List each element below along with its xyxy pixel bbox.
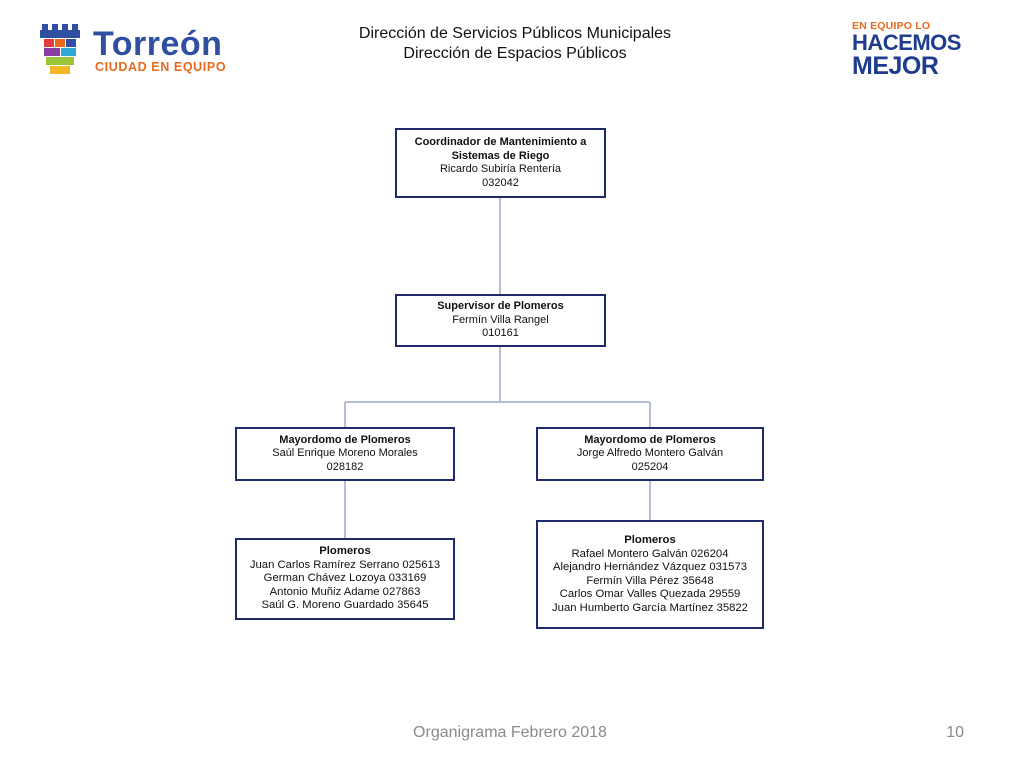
- header-line-2: Dirección de Espacios Públicos: [403, 45, 627, 62]
- plomeros-right-member: Carlos Omar Valles Quezada 29559: [559, 588, 741, 600]
- supervisor-box: Supervisor de Plomeros Fermín Villa Rang…: [395, 294, 606, 347]
- coordinador-name: Ricardo Subiría Rentería: [439, 163, 562, 175]
- header-line-1: Dirección de Servicios Públicos Municipa…: [358, 25, 672, 42]
- plomeros-left-box: Plomeros Juan Carlos Ramírez Serrano 025…: [235, 538, 455, 620]
- mayordomo-left-box: Mayordomo de Plomeros Saúl Enrique Moren…: [235, 427, 455, 481]
- slogan-line-2: HACEMOS: [852, 30, 961, 55]
- page-number: 10: [946, 724, 964, 741]
- logo-wordmark: Torreón: [93, 25, 223, 63]
- slogan-line-1: EN EQUIPO LO: [852, 20, 931, 32]
- torreon-logo: Torreón CIUDAD EN EQUIPO: [38, 22, 238, 80]
- plomeros-left-member: Juan Carlos Ramírez Serrano 025613: [249, 558, 441, 571]
- mayordomo-left-id: 028182: [326, 460, 364, 473]
- castle-tower-icon: [40, 24, 80, 74]
- footer-title: Organigrama Febrero 2018: [413, 724, 607, 741]
- plomeros-left-member: Saúl G. Moreno Guardado 35645: [261, 599, 429, 612]
- hacemos-mejor-logo: EN EQUIPO LO HACEMOS MEJOR: [852, 20, 962, 80]
- slogan-line-3: MEJOR: [852, 52, 939, 80]
- supervisor-title: Supervisor de Plomeros: [437, 300, 564, 313]
- plomeros-right-member: Rafael Montero Galván 026204: [571, 547, 729, 560]
- logo-tagline: CIUDAD EN EQUIPO: [95, 60, 227, 74]
- supervisor-name: Fermín Villa Rangel: [452, 313, 549, 326]
- mayordomo-left-title: Mayordomo de Plomeros: [279, 433, 411, 446]
- coordinador-id: 032042: [482, 176, 519, 189]
- page-header: Dirección de Servicios Públicos Municipa…: [300, 24, 730, 64]
- plomeros-left-title: Plomeros: [319, 545, 371, 558]
- mayordomo-left-name: Saúl Enrique Moreno Morales: [272, 447, 418, 460]
- mayordomo-right-title: Mayordomo de Plomeros: [584, 433, 716, 446]
- coordinador-title: Coordinador de Mantenimiento a Sistemas …: [414, 136, 587, 162]
- mayordomo-right-id: 025204: [631, 460, 669, 473]
- plomeros-right-member: Juan Humberto García Martínez 35822: [552, 601, 748, 614]
- plomeros-right-member: Alejandro Hernández Vázquez 031573: [552, 561, 748, 573]
- plomeros-right-title: Plomeros: [624, 534, 676, 546]
- plomeros-left-member: German Chávez Lozoya 033169: [263, 572, 427, 585]
- plomeros-right-box: Plomeros Rafael Montero Galván 026204 Al…: [536, 520, 764, 629]
- mayordomo-right-name: Jorge Alfredo Montero Galván: [576, 447, 724, 460]
- plomeros-left-member: Antonio Muñiz Adame 027863: [269, 585, 421, 598]
- coordinador-box: Coordinador de Mantenimiento a Sistemas …: [395, 128, 606, 198]
- mayordomo-right-box: Mayordomo de Plomeros Jorge Alfredo Mont…: [536, 427, 764, 481]
- supervisor-id: 010161: [482, 327, 519, 340]
- plomeros-right-member: Fermín Villa Pérez 35648: [586, 574, 714, 587]
